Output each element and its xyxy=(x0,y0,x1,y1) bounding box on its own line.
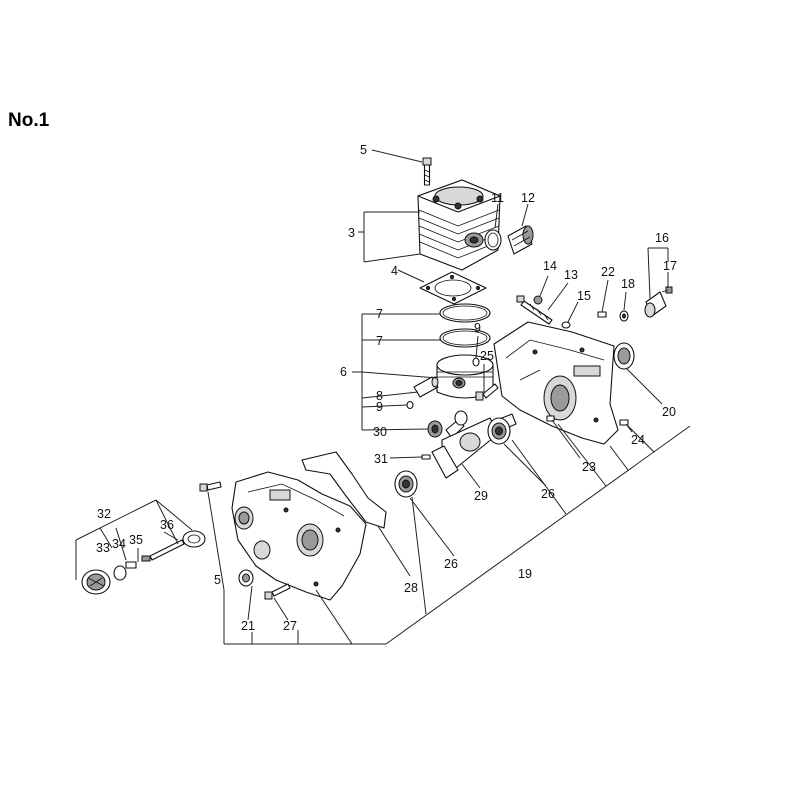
bolt-13-part xyxy=(516,295,553,325)
dowel-24-part xyxy=(619,419,629,426)
plug-16-part xyxy=(644,291,667,318)
callout-36: 36 xyxy=(160,518,174,532)
cylinder-bolt-part xyxy=(422,157,432,186)
washer-15-part xyxy=(561,321,571,329)
piston-ring-part-lower xyxy=(439,328,491,348)
callout-14: 14 xyxy=(543,259,557,273)
callout-30: 30 xyxy=(373,425,387,439)
callout-9-upper: 9 xyxy=(474,321,481,335)
leader-lines xyxy=(75,149,691,645)
cylinder-part xyxy=(417,179,501,271)
callout-22: 22 xyxy=(601,265,615,279)
callout-35: 35 xyxy=(129,533,143,547)
callout-7-lower: 7 xyxy=(376,334,383,348)
washer-18-part xyxy=(619,310,629,322)
bearing-part-right xyxy=(487,417,511,445)
callout-27: 27 xyxy=(283,619,297,633)
oil-seal-21-part xyxy=(238,569,254,587)
callout-7-upper: 7 xyxy=(376,307,383,321)
page-title: No.1 xyxy=(8,110,50,131)
callout-4: 4 xyxy=(391,264,398,278)
intake-rubber-part xyxy=(507,225,534,255)
crankcase-right-part xyxy=(493,321,619,445)
cylinder-gasket-part xyxy=(419,271,487,305)
spring-35-part xyxy=(125,561,137,569)
valve-36-part xyxy=(141,530,206,562)
crankcase-left-part xyxy=(231,471,367,601)
callout-5-lower: 5 xyxy=(214,573,221,587)
oil-seal-20-part xyxy=(613,342,635,370)
crank-pin-part xyxy=(421,454,431,460)
callout-26-left: 26 xyxy=(444,557,458,571)
callout-labels: 5 11 12 3 4 16 14 13 22 17 18 15 7 7 9 6… xyxy=(96,143,677,633)
bolt-14-part xyxy=(533,295,543,305)
oil-cap-33-part xyxy=(81,569,111,595)
callout-34: 34 xyxy=(112,537,126,551)
callout-33: 33 xyxy=(96,541,110,555)
callout-6: 6 xyxy=(340,365,347,379)
callout-16: 16 xyxy=(655,231,669,245)
callout-24: 24 xyxy=(631,433,645,447)
callout-3: 3 xyxy=(348,226,355,240)
callout-29: 29 xyxy=(474,489,488,503)
callout-13: 13 xyxy=(564,268,578,282)
bolt-5-lower-part xyxy=(199,481,222,492)
intake-ring-part xyxy=(484,229,502,251)
piston-ring-part-upper xyxy=(439,303,491,323)
bearing-part-left xyxy=(394,470,418,498)
callout-19: 19 xyxy=(518,567,532,581)
callout-26-right: 26 xyxy=(541,487,555,501)
callout-28: 28 xyxy=(404,581,418,595)
dowel-22-part xyxy=(597,311,607,318)
crankcase-gasket-part xyxy=(301,451,387,529)
callout-12: 12 xyxy=(521,191,535,205)
o-ring-34-part xyxy=(113,565,127,581)
bolt-27-part xyxy=(264,583,291,600)
callout-25: 25 xyxy=(480,349,494,363)
callout-20: 20 xyxy=(662,405,676,419)
callout-17: 17 xyxy=(663,259,677,273)
piston-pin-part xyxy=(413,376,439,398)
dowel-23-part xyxy=(546,415,555,422)
needle-bearing-part xyxy=(427,420,443,438)
circlip-part-lower xyxy=(406,400,414,410)
callout-15: 15 xyxy=(577,289,591,303)
bolt-25-part xyxy=(475,383,499,401)
callout-32: 32 xyxy=(97,507,111,521)
screw-17-part xyxy=(661,286,673,294)
callout-21: 21 xyxy=(241,619,255,633)
callout-18: 18 xyxy=(621,277,635,291)
circlip-part-upper xyxy=(472,357,480,367)
callout-31: 31 xyxy=(374,452,388,466)
callout-8: 8 xyxy=(376,389,383,403)
callout-5-top: 5 xyxy=(360,143,367,157)
callout-9-lower: 9 xyxy=(376,400,383,414)
callout-23: 23 xyxy=(582,460,596,474)
callout-11: 11 xyxy=(491,191,504,205)
